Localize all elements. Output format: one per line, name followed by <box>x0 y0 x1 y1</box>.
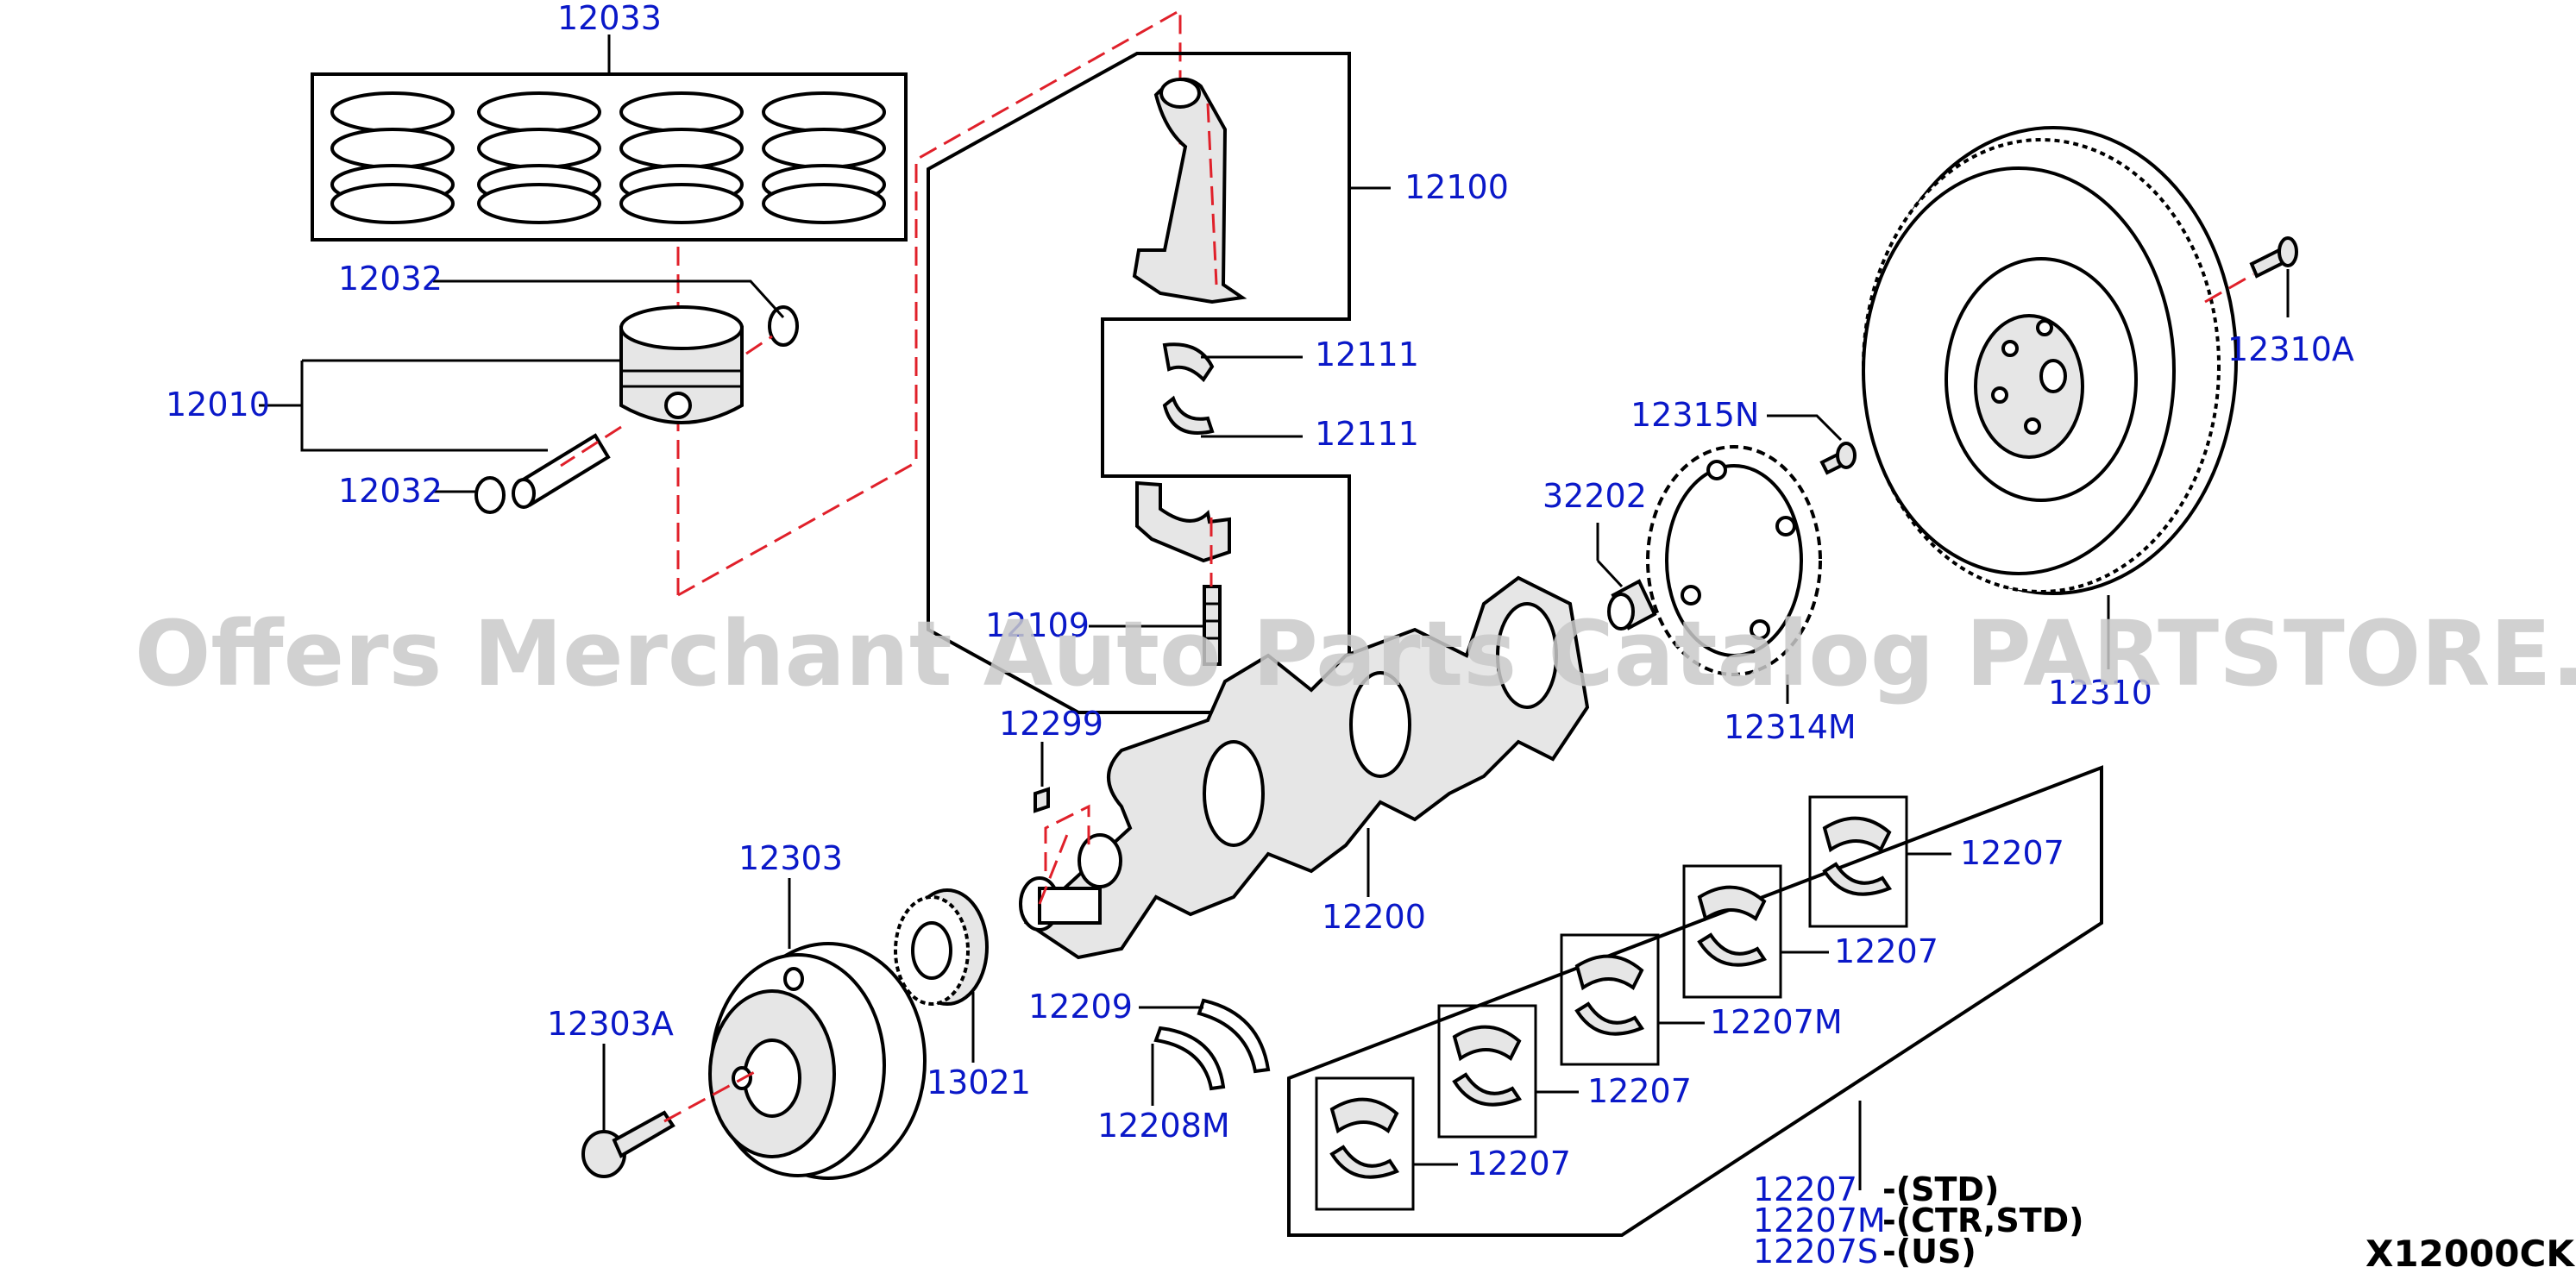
diagram-code: X12000CK <box>2366 1233 2575 1275</box>
crankshaft[interactable] <box>1019 575 1590 960</box>
label-12100[interactable]: 12100 <box>1404 168 1509 206</box>
label-32202[interactable]: 32202 <box>1542 477 1647 515</box>
piston-ring-group-1 <box>330 91 455 224</box>
thrust-washer-upper[interactable] <box>1197 998 1271 1074</box>
legend-note-std: -(STD) <box>1882 1170 1999 1208</box>
label-12032-top[interactable]: 12032 <box>338 260 443 298</box>
connecting-rod[interactable] <box>1132 78 1247 304</box>
label-12314M[interactable]: 12314M <box>1724 708 1857 746</box>
crankshaft-pulley-bolt[interactable] <box>581 1110 675 1178</box>
label-12207M[interactable]: 12207M <box>1710 1003 1843 1041</box>
piston[interactable] <box>619 305 744 424</box>
connecting-rod-cap[interactable] <box>1135 480 1231 563</box>
label-12207-4[interactable]: 12207 <box>1467 1145 1571 1183</box>
piston-ring-group-3 <box>619 91 744 224</box>
label-12207-2[interactable]: 12207 <box>1834 932 1938 970</box>
connecting-rod-bearing-lower[interactable] <box>1162 395 1215 435</box>
label-12111-bottom[interactable]: 12111 <box>1315 415 1419 453</box>
pilot-bushing[interactable] <box>1607 579 1657 631</box>
thrust-washer-lower[interactable] <box>1153 1026 1226 1091</box>
crank-signal-plate[interactable] <box>1646 445 1822 676</box>
label-12310A[interactable]: 12310A <box>2227 330 2354 368</box>
label-12207-1[interactable]: 12207 <box>1960 834 2064 872</box>
label-12315N[interactable]: 12315N <box>1630 396 1759 434</box>
label-12208M[interactable]: 12208M <box>1097 1107 1230 1145</box>
label-12032-bottom[interactable]: 12032 <box>338 472 443 510</box>
label-12200[interactable]: 12200 <box>1322 898 1426 936</box>
piston-ring-group-2 <box>477 91 601 224</box>
signal-plate-bolt[interactable] <box>1819 442 1857 475</box>
legend-note-ctr: -(CTR,STD) <box>1882 1202 2084 1239</box>
flywheel[interactable] <box>1862 126 2238 595</box>
label-12303A[interactable]: 12303A <box>547 1005 674 1043</box>
legend-code-ctr: 12207M <box>1753 1202 1886 1239</box>
label-12033[interactable]: 12033 <box>557 0 662 37</box>
label-12310[interactable]: 12310 <box>2048 674 2152 712</box>
main-bearing-1[interactable] <box>1808 795 1908 928</box>
legend-code-std: 12207 <box>1753 1170 1857 1208</box>
legend-code-us: 12207S <box>1753 1233 1878 1271</box>
piston-pin-snap-ring-bottom[interactable] <box>474 476 506 514</box>
piston-ring-set[interactable] <box>311 72 908 242</box>
label-12010[interactable]: 12010 <box>166 386 270 424</box>
label-12207-3[interactable]: 12207 <box>1587 1072 1692 1110</box>
main-bearing-5[interactable] <box>1315 1076 1415 1211</box>
main-bearing-3[interactable] <box>1560 933 1660 1066</box>
label-12209[interactable]: 12209 <box>1028 988 1133 1026</box>
piston-pin[interactable] <box>512 433 611 509</box>
crankshaft-sprocket[interactable] <box>894 888 989 1006</box>
label-12299[interactable]: 12299 <box>999 705 1103 743</box>
label-12109[interactable]: 12109 <box>985 606 1090 644</box>
flywheel-bolt[interactable] <box>2249 236 2298 279</box>
piston-pin-snap-ring-top[interactable] <box>768 305 799 347</box>
watermark-text: Offers Merchant Auto Parts Catalog PARTS… <box>135 601 2576 706</box>
bearing-size-legend: 12207 -(STD) 12207M -(CTR,STD) 12207S -(… <box>1753 1170 2084 1271</box>
label-12111-top[interactable]: 12111 <box>1315 336 1419 373</box>
crankshaft-key[interactable] <box>1034 787 1050 813</box>
piston-ring-group-4 <box>762 91 886 224</box>
crankshaft-pulley[interactable] <box>708 942 927 1180</box>
legend-note-us: -(US) <box>1882 1233 1976 1271</box>
main-bearing-2[interactable] <box>1682 864 1782 999</box>
label-13021[interactable]: 13021 <box>927 1064 1031 1101</box>
main-bearing-4[interactable] <box>1437 1004 1537 1139</box>
connecting-rod-bearing-upper[interactable] <box>1162 342 1215 383</box>
label-12303[interactable]: 12303 <box>738 839 843 877</box>
